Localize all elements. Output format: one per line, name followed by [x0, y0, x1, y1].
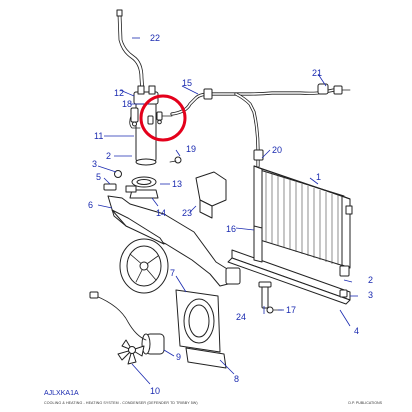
fan-mounting-bracket [107, 195, 241, 287]
callout-20: 20 [272, 145, 282, 155]
callout-3-upper: 3 [92, 159, 97, 169]
callout-21: 21 [312, 68, 322, 78]
callout-18: 18 [122, 99, 132, 109]
callout-2: 2 [368, 275, 373, 285]
callout-9: 9 [176, 352, 181, 362]
callout-4: 4 [354, 326, 359, 336]
callout-14: 14 [156, 208, 166, 218]
publisher-credit: D.P. PUBLICATIONS [348, 401, 382, 405]
screw-17 [266, 306, 283, 314]
pipe-end-21 [317, 83, 329, 95]
washer-5 [103, 183, 117, 191]
fan-blade [117, 339, 145, 365]
callout-8: 8 [234, 374, 239, 384]
callout-1: 1 [316, 172, 321, 182]
bracket-left [195, 171, 227, 219]
condenser-feed-pipe [234, 92, 264, 168]
callout-24: 24 [236, 312, 246, 322]
callout-17: 17 [286, 305, 296, 315]
refrigerant-pipe [170, 85, 351, 116]
highlight-circle [139, 94, 187, 142]
nut-19 [169, 156, 182, 164]
callout-19: 19 [186, 144, 196, 154]
seal-panel [185, 347, 227, 369]
condenser-core [253, 165, 353, 269]
side-bracket [253, 225, 263, 263]
bolt-24 [258, 281, 272, 309]
pipe-fittings [147, 111, 173, 125]
callout-12: 12 [114, 88, 124, 98]
footer-caption: COOLING & HEATING - HEATING SYSTEM - CON… [44, 401, 198, 405]
leader-lines [97, 37, 358, 385]
nut-3 [114, 170, 122, 178]
callout-22: 22 [150, 33, 160, 43]
callout-labels: 22 12 18 15 21 11 2 19 3 5 13 6 14 23 20… [88, 33, 373, 396]
callout-7: 7 [170, 268, 175, 278]
callout-15: 15 [182, 78, 192, 88]
fan-shroud [175, 289, 221, 353]
callout-16: 16 [226, 224, 236, 234]
electric-fan [119, 238, 169, 294]
mounting-rail [227, 249, 351, 305]
callout-2-upper: 2 [106, 151, 111, 161]
callout-5: 5 [96, 172, 101, 182]
callout-13: 13 [172, 179, 182, 189]
callout-23: 23 [182, 208, 192, 218]
drier-clamp [125, 176, 159, 199]
callout-6: 6 [88, 200, 93, 210]
callout-11: 11 [94, 131, 103, 141]
callout-3: 3 [368, 290, 373, 300]
fan-motor [89, 291, 165, 355]
capillary-pipe [116, 9, 145, 93]
callout-10: 10 [150, 386, 160, 396]
pressure-switch [130, 107, 139, 127]
reference-code: AJLXKA1A [44, 390, 79, 397]
